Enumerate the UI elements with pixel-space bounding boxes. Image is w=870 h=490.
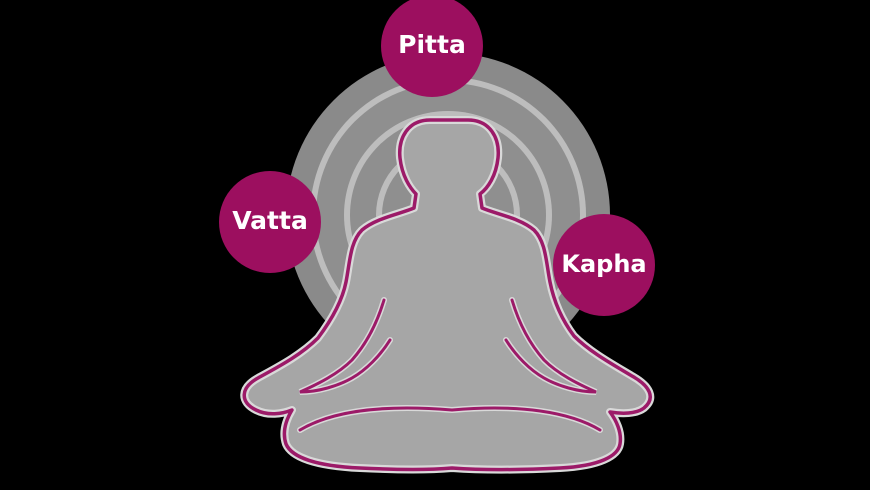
vatta-label: Vatta [232, 206, 308, 235]
vatta-circle [219, 171, 321, 273]
figure-outline [242, 118, 652, 472]
pitta-circle [381, 0, 483, 97]
legs-contour-magenta [298, 406, 602, 432]
meditating-figure [240, 116, 655, 474]
right-arm-contour-magenta [504, 298, 597, 394]
pitta-label: Pitta [398, 30, 466, 59]
dosha-kapha: Kapha [553, 214, 655, 316]
kapha-label: Kapha [561, 250, 646, 278]
kapha-circle [553, 214, 655, 316]
dosha-vatta: Vatta [219, 171, 321, 273]
dosha-pitta: Pitta [381, 0, 483, 97]
left-arm-contour-magenta [299, 298, 392, 394]
